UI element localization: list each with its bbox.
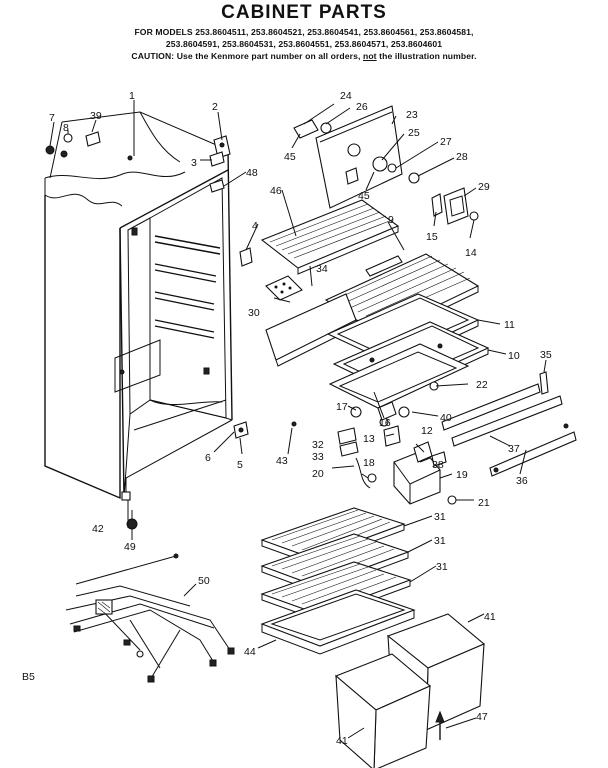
callout-43: 43 xyxy=(276,455,288,467)
light-assembly xyxy=(431,187,479,225)
callout-20: 20 xyxy=(312,468,324,480)
callout-7: 7 xyxy=(49,112,55,124)
callout-29: 29 xyxy=(478,181,490,193)
upper-glass-shelf xyxy=(260,199,400,275)
callout-2: 2 xyxy=(212,101,218,113)
callout-42: 42 xyxy=(92,523,104,535)
callout-47: 47 xyxy=(476,711,488,723)
callout-45-left: 45 xyxy=(284,151,296,163)
callout-38: 38 xyxy=(432,459,444,471)
callout-23: 23 xyxy=(406,109,418,121)
damper-assembly xyxy=(355,425,457,505)
callout-16: 16 xyxy=(379,417,391,429)
callout-10: 10 xyxy=(508,350,520,362)
crisper-drawers xyxy=(334,613,486,768)
wire-harness xyxy=(65,553,235,683)
callout-44: 44 xyxy=(244,646,256,658)
callout-48: 48 xyxy=(246,167,258,179)
caution-prefix: CAUTION: Use the Kenmore part number on … xyxy=(131,51,361,61)
callout-31-bottom: 31 xyxy=(436,561,448,573)
callout-1: 1 xyxy=(129,90,135,102)
callout-33: 33 xyxy=(312,451,324,463)
callout-31-middle: 31 xyxy=(434,535,446,547)
callout-5: 5 xyxy=(237,459,243,471)
callout-4: 4 xyxy=(252,220,258,232)
callout-12: 12 xyxy=(421,425,433,437)
glass-shelves xyxy=(260,507,416,655)
caution-line: CAUTION: Use the Kenmore part number on … xyxy=(0,51,608,61)
drawer-rails xyxy=(441,371,577,477)
callout-25: 25 xyxy=(408,127,420,139)
callout-31-top: 31 xyxy=(434,511,446,523)
callouts: 1 2 3 4 5 6 7 8 9 10 11 12 13 14 15 16 1… xyxy=(22,90,552,747)
callout-13: 13 xyxy=(363,433,375,445)
small-brackets xyxy=(233,247,253,439)
callout-46: 46 xyxy=(270,185,282,197)
callout-24: 24 xyxy=(340,90,352,102)
callout-18: 18 xyxy=(363,457,375,469)
caution-suffix: the illustration number. xyxy=(379,51,477,61)
callout-21: 21 xyxy=(478,497,490,509)
models-line-1: FOR MODELS 253.8604511, 253.8604521, 253… xyxy=(134,27,474,37)
callout-19: 19 xyxy=(456,469,468,481)
callout-39: 39 xyxy=(90,110,102,122)
callout-37: 37 xyxy=(508,443,520,455)
cabinet-shell xyxy=(44,111,233,501)
callout-30: 30 xyxy=(248,307,260,319)
callout-50: 50 xyxy=(198,575,210,587)
drawer-arrow xyxy=(435,710,445,740)
egg-tray xyxy=(265,275,303,301)
callout-15: 15 xyxy=(426,231,438,243)
callout-36: 36 xyxy=(516,475,528,487)
callout-41-bottom: 41 xyxy=(336,735,348,747)
drawer-pan xyxy=(328,343,470,409)
callout-28: 28 xyxy=(456,151,468,163)
callout-32: 32 xyxy=(312,439,324,451)
callout-8: 8 xyxy=(63,122,69,134)
caution-emphasis: not xyxy=(362,51,377,61)
figure-code: B5 xyxy=(22,671,35,683)
callout-6: 6 xyxy=(205,452,211,464)
callout-49: 49 xyxy=(124,541,136,553)
leader-lines xyxy=(49,100,547,739)
latch-parts xyxy=(337,427,359,457)
screws-top-left xyxy=(45,131,101,158)
models-line-2: 253.8604591, 253.8604531, 253.8604551, 2… xyxy=(165,39,443,49)
callout-22: 22 xyxy=(476,379,488,391)
callout-11: 11 xyxy=(504,319,515,331)
callout-3: 3 xyxy=(191,157,197,169)
callout-45-right: 45 xyxy=(358,190,370,202)
exploded-view-diagram: 1 2 3 4 5 6 7 8 9 10 11 12 13 14 15 16 1… xyxy=(22,90,577,768)
callout-9: 9 xyxy=(388,214,394,226)
page-title: CABINET PARTS xyxy=(221,2,387,23)
callout-40: 40 xyxy=(440,412,452,424)
callout-27: 27 xyxy=(440,136,452,148)
callout-35: 35 xyxy=(540,349,552,361)
callout-14: 14 xyxy=(465,247,477,259)
callout-17: 17 xyxy=(336,401,348,413)
callout-34: 34 xyxy=(316,263,328,275)
callout-26: 26 xyxy=(356,101,368,113)
callout-41-top: 41 xyxy=(484,611,496,623)
control-housing xyxy=(293,105,420,209)
